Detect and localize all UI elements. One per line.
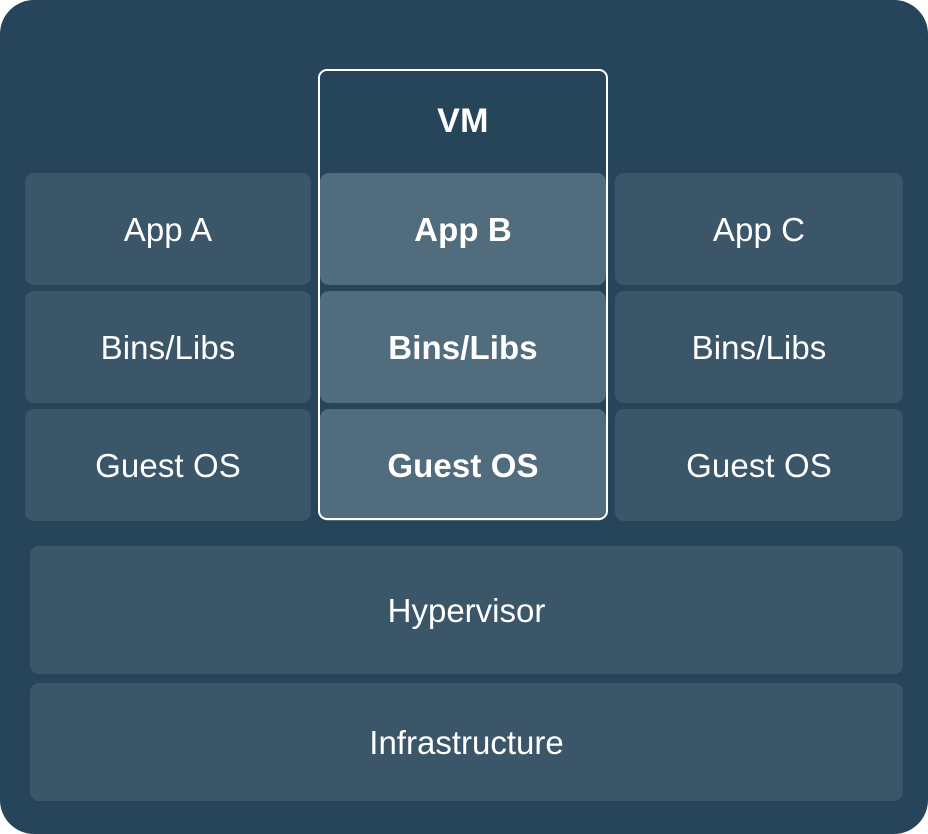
- tile-guest-os-c-label: Guest OS: [686, 446, 832, 484]
- bar-hypervisor[interactable]: Hypervisor: [30, 546, 903, 674]
- bar-hypervisor-label: Hypervisor: [387, 591, 546, 629]
- tile-bins-libs-a[interactable]: Bins/Libs: [25, 291, 311, 403]
- tile-bins-libs-a-label: Bins/Libs: [100, 328, 236, 366]
- tile-app-c-label: App C: [712, 210, 806, 248]
- tile-app-a-label: App A: [123, 210, 213, 248]
- tile-bins-libs-b[interactable]: Bins/Libs: [320, 291, 606, 403]
- tile-bins-libs-b-label: Bins/Libs: [388, 328, 538, 366]
- tile-guest-os-a[interactable]: Guest OS: [25, 409, 311, 521]
- bar-infrastructure[interactable]: Infrastructure: [30, 683, 903, 801]
- vm-title: VM: [437, 101, 489, 140]
- tile-guest-os-a-label: Guest OS: [95, 446, 241, 484]
- bar-infrastructure-label: Infrastructure: [369, 723, 564, 761]
- tile-guest-os-b[interactable]: Guest OS: [320, 409, 606, 521]
- tile-bins-libs-c-label: Bins/Libs: [691, 328, 827, 366]
- row-guest-os-layer: Guest OS Guest OS Guest OS: [0, 224, 928, 521]
- tile-guest-os-b-label: Guest OS: [387, 446, 539, 484]
- row-application-layer: App A App B App C: [0, 0, 928, 285]
- tile-app-b[interactable]: App B: [320, 173, 606, 285]
- tile-app-b-label: App B: [414, 210, 512, 248]
- tile-guest-os-c[interactable]: Guest OS: [615, 409, 903, 521]
- tile-app-a[interactable]: App A: [25, 173, 311, 285]
- tile-app-c[interactable]: App C: [615, 173, 903, 285]
- row-bins-libs-layer: Bins/Libs Bins/Libs Bins/Libs: [0, 112, 928, 403]
- tile-bins-libs-c[interactable]: Bins/Libs: [615, 291, 903, 403]
